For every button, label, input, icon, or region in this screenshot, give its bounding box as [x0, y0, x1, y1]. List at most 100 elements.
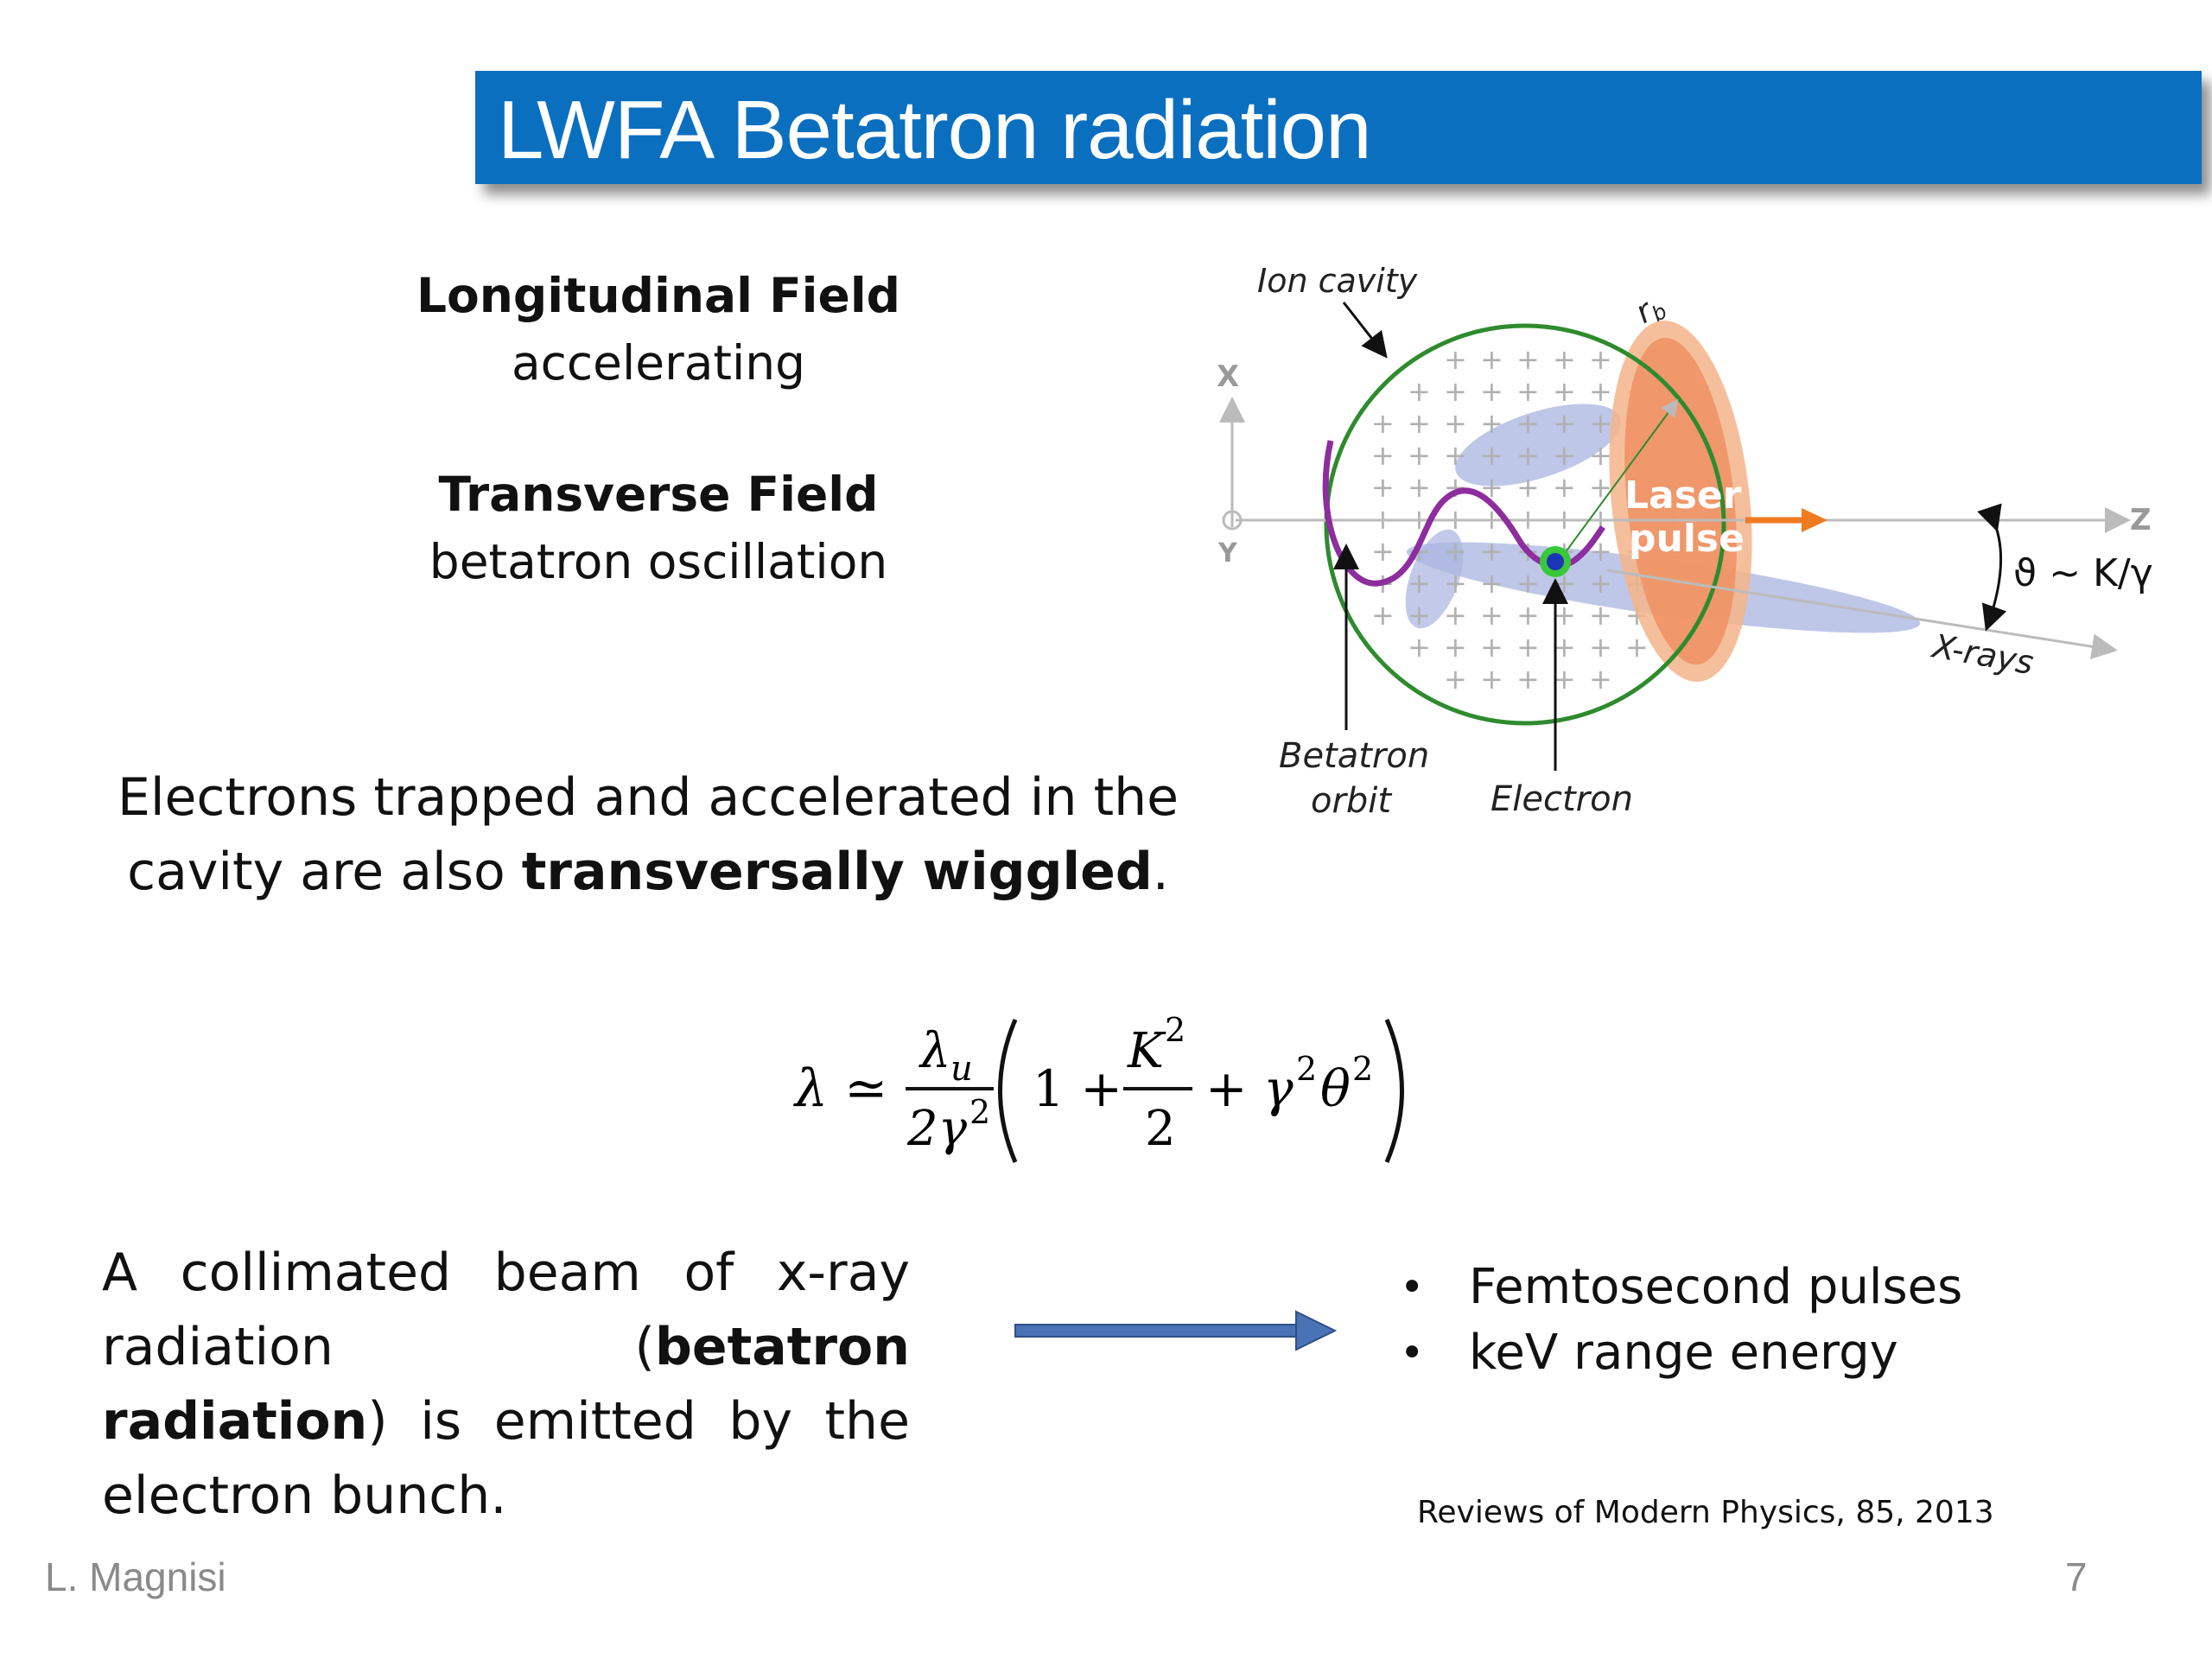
- plus-charge-icon: +: [1480, 343, 1503, 376]
- electrons-line2-post: .: [1153, 842, 1169, 902]
- plus-charge-icon: +: [1444, 343, 1467, 376]
- betatron-diagram: ++++++++++++++++++++++++++++++++++++++++…: [1192, 242, 2169, 847]
- plus-charge-icon: +: [1589, 631, 1612, 664]
- electrons-line2-pre: cavity are also: [127, 842, 522, 902]
- plus-charge-icon: +: [1444, 439, 1467, 472]
- ion-cavity-pointer: [1344, 302, 1384, 354]
- plus-charge-icon: +: [1480, 631, 1503, 664]
- plus-charge-icon: +: [1371, 439, 1395, 472]
- transverse-field-sub: betatron oscillation: [313, 534, 1004, 589]
- plus-charge-icon: +: [1553, 343, 1576, 376]
- plus-charge-icon: +: [1516, 471, 1540, 504]
- laser-label-line1: Laser: [1624, 474, 1742, 518]
- plus-charge-icon: +: [1516, 631, 1540, 664]
- plus-charge-icon: +: [1371, 599, 1395, 632]
- plus-charge-icon: +: [1408, 631, 1431, 664]
- plus-charge-icon: +: [1408, 375, 1431, 408]
- electrons-line1: Electrons trapped and accelerated in the: [86, 760, 1210, 835]
- bullet-list: •Femtosecond pulses •keV range energy: [1400, 1255, 1962, 1386]
- plus-charge-icon: +: [1480, 375, 1503, 408]
- plus-charge-icon: +: [1589, 343, 1612, 376]
- z-axis-label: Z: [2130, 503, 2152, 537]
- plus-charge-icon: +: [1444, 599, 1467, 632]
- formula-tail-sup1: 2: [1296, 1050, 1317, 1088]
- plus-charge-icon: +: [1444, 631, 1467, 664]
- longitudinal-field-sub: accelerating: [313, 335, 1004, 391]
- plus-charge-icon: +: [1408, 599, 1431, 632]
- y-axis-label: Y: [1217, 538, 1238, 569]
- formula-k-sup: 2: [1165, 1011, 1185, 1049]
- right-arrow-icon: [1011, 1305, 1339, 1357]
- plus-charge-icon: +: [1408, 471, 1431, 504]
- formula-one-plus: 1 +: [1033, 1059, 1122, 1118]
- list-item: •Femtosecond pulses: [1400, 1255, 1962, 1320]
- formula-left-paren: [1001, 1020, 1016, 1162]
- plus-charge-icon: +: [1589, 407, 1612, 440]
- plus-charge-icon: +: [1516, 407, 1540, 440]
- plus-charge-icon: +: [1516, 567, 1540, 600]
- plus-charge-icon: +: [1371, 407, 1395, 440]
- plus-charge-icon: +: [1371, 535, 1395, 568]
- electrons-line2-bold: transversally wiggled: [522, 842, 1153, 902]
- plus-charge-icon: +: [1516, 375, 1540, 408]
- longitudinal-field-block: Longitudinal Field accelerating: [313, 268, 1004, 391]
- plus-charge-icon: +: [1408, 439, 1431, 472]
- plus-charge-icon: +: [1516, 439, 1540, 472]
- formula-den-sup: 2: [969, 1093, 990, 1131]
- formula-theta: θ: [1320, 1059, 1351, 1118]
- plus-charge-icon: +: [1408, 407, 1431, 440]
- wavelength-formula: λ ≃ λ u 2γ 2 1 + K 2 2 + γ 2 θ 2: [778, 994, 1452, 1184]
- plus-charge-icon: +: [1480, 407, 1503, 440]
- electron-icon: [1547, 553, 1564, 570]
- plus-charge-icon: +: [1444, 407, 1467, 440]
- ion-cavity-label: Ion cavity: [1257, 262, 1418, 300]
- plus-charge-icon: +: [1589, 599, 1612, 632]
- plus-charge-icon: +: [1516, 663, 1540, 696]
- bullet-text: keV range energy: [1469, 1320, 1898, 1386]
- electron-label: Electron: [1491, 779, 1633, 819]
- plus-charge-icon: +: [1553, 439, 1576, 472]
- formula-tail-sup2: 2: [1352, 1050, 1373, 1088]
- plus-charge-icon: +: [1625, 631, 1649, 664]
- plus-charge-icon: +: [1553, 471, 1576, 504]
- betatron-label-line1: Betatron: [1279, 736, 1429, 776]
- plus-charge-icon: +: [1516, 343, 1540, 376]
- longitudinal-field-heading: Longitudinal Field: [313, 268, 1004, 323]
- plus-charge-icon: +: [1444, 567, 1467, 600]
- plus-charge-icon: +: [1480, 567, 1503, 600]
- formula-den: 2γ: [906, 1101, 968, 1157]
- betatron-label-line2: orbit: [1311, 781, 1392, 821]
- title-bar: LWFA Betatron radiation: [475, 71, 2202, 184]
- bullet-icon: •: [1400, 1255, 1469, 1320]
- plus-charge-icon: +: [1371, 471, 1395, 504]
- transverse-field-block: Transverse Field betatron oscillation: [313, 467, 1004, 589]
- plus-charge-icon: +: [1589, 439, 1612, 472]
- footer-author: L. Magnisi: [45, 1554, 226, 1600]
- electrons-paragraph: Electrons trapped and accelerated in the…: [86, 760, 1210, 909]
- slide-title: LWFA Betatron radiation: [498, 83, 1370, 178]
- plus-charge-icon: +: [1480, 535, 1503, 568]
- plus-charge-icon: +: [1444, 375, 1467, 408]
- laser-label-line2: pulse: [1629, 517, 1745, 561]
- x-axis-label: X: [1217, 359, 1239, 394]
- collimated-beam-paragraph: A collimated beam of x-ray radiation (be…: [102, 1236, 910, 1533]
- angle-arc: [1987, 527, 2001, 626]
- plus-charge-icon: +: [1553, 375, 1576, 408]
- formula-right-paren: [1387, 1020, 1402, 1162]
- electrons-line2: cavity are also transversally wiggled.: [86, 835, 1210, 909]
- plus-charge-icon: +: [1480, 439, 1503, 472]
- plus-charge-icon: +: [1480, 599, 1503, 632]
- list-item: •keV range energy: [1400, 1320, 1962, 1386]
- plus-charge-icon: +: [1408, 567, 1431, 600]
- plus-charge-icon: +: [1444, 535, 1467, 568]
- plus-charge-icon: +: [1444, 663, 1467, 696]
- plus-charge-icon: +: [1589, 663, 1612, 696]
- formula-num: λ: [918, 1023, 951, 1079]
- plus-charge-icon: +: [1516, 599, 1540, 632]
- formula-k: K: [1127, 1023, 1166, 1079]
- formula-frac2-den: 2: [1145, 1101, 1176, 1157]
- bullet-icon: •: [1400, 1320, 1469, 1386]
- formula-lhs: λ ≃: [793, 1058, 887, 1119]
- formula-num-sub: u: [950, 1049, 973, 1089]
- laser-arrow-icon: [1802, 508, 1827, 532]
